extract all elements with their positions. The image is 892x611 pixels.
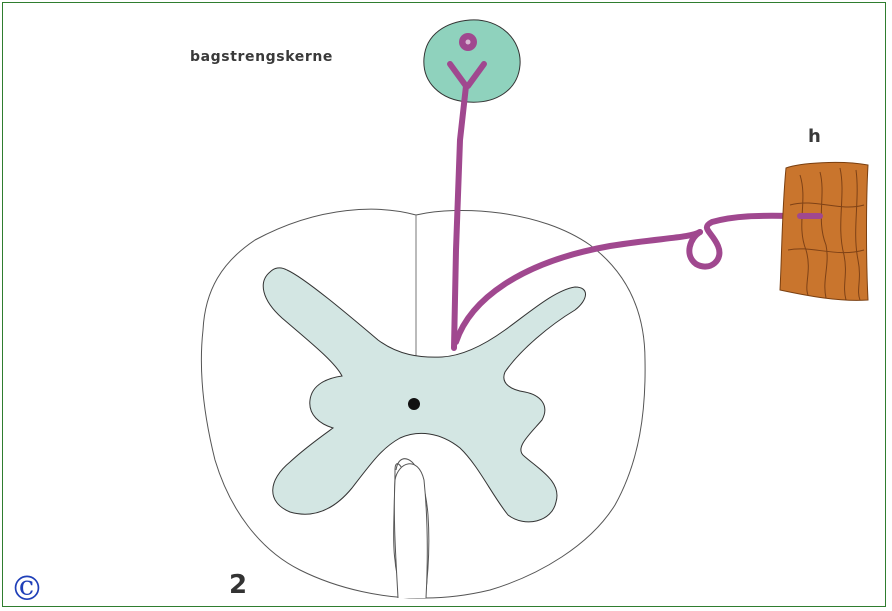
- copyright-icon: ©: [8, 570, 46, 608]
- figure-number: 2: [229, 570, 247, 600]
- nucleus-label: bagstrengskerne: [190, 49, 333, 65]
- central-canal: [408, 398, 420, 410]
- ventral-fissure: [394, 464, 427, 598]
- dorsal-column-nucleus: [424, 20, 520, 102]
- skin-patch: [780, 162, 868, 300]
- ascending-axon: [454, 86, 466, 348]
- nucleus-neuron-nucleolus: [466, 40, 471, 45]
- skin-label: h: [808, 126, 821, 147]
